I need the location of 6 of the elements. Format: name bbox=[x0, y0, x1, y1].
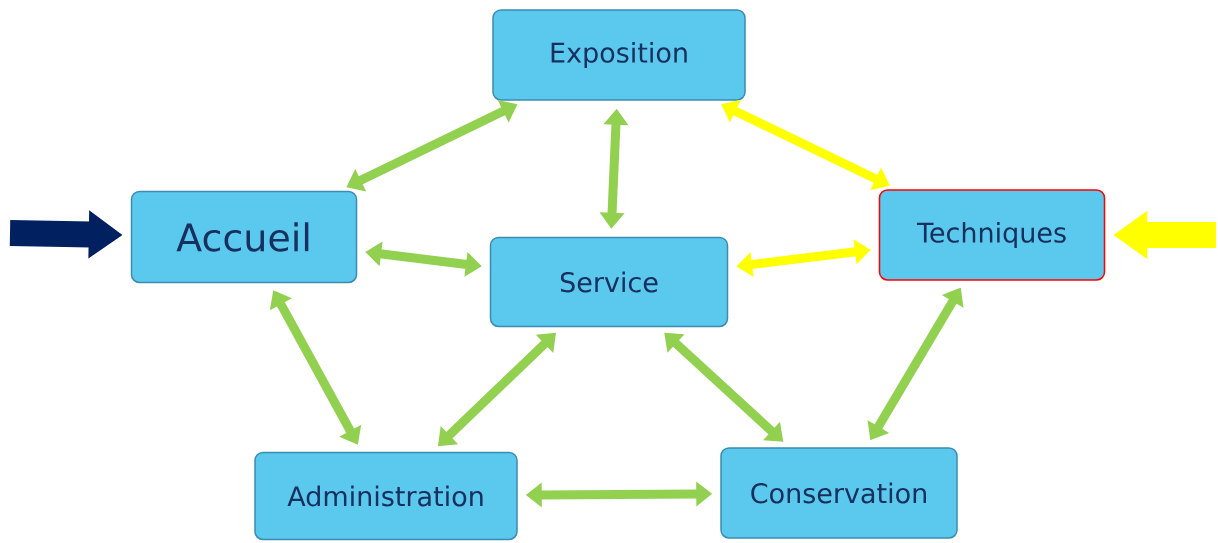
process-box: Service bbox=[489, 236, 729, 328]
process-box: Accueil bbox=[130, 190, 358, 284]
process-box: Techniques bbox=[878, 189, 1106, 281]
process-box: Administration bbox=[254, 451, 518, 541]
process-box: Conservation bbox=[720, 447, 958, 539]
process-box: Exposition bbox=[492, 9, 746, 101]
